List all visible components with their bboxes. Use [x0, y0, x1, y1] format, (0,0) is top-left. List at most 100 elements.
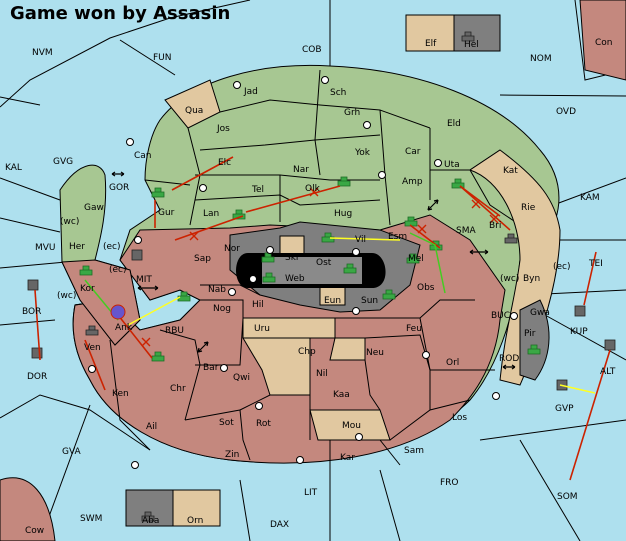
pir-territory — [519, 299, 550, 381]
sea-label: GOR — [109, 183, 129, 193]
sea-label: OVD — [556, 107, 576, 117]
sea-label: GVA — [62, 447, 82, 457]
inset-top — [405, 14, 501, 52]
inset-labels: Elf Hel Aba Orn — [142, 39, 479, 526]
sea-label: BOR — [22, 307, 41, 317]
sea-label: DAX — [270, 520, 289, 530]
sea-label: KAL — [5, 163, 22, 173]
supply-centers — [88, 76, 518, 469]
sea-label: SMA — [456, 226, 476, 236]
land-label: Nab — [208, 285, 226, 295]
land-label: Kat — [503, 166, 518, 176]
inset-top-left-label: Elf — [425, 39, 437, 49]
inset-bottom-left-label: Aba — [142, 516, 159, 526]
land-label: Qwi — [233, 373, 250, 383]
land-label: Nog — [213, 304, 231, 314]
sea-label: KUP — [570, 327, 588, 337]
land-label: Can — [134, 151, 152, 161]
sea-label: COB — [302, 45, 322, 55]
inset-bottom-right-label: Orn — [187, 516, 203, 526]
sea-label: SWM — [80, 514, 102, 524]
sea-label: Con — [595, 38, 613, 48]
land-label: Kar — [340, 453, 355, 463]
con-island — [579, 0, 626, 81]
inset-bottom — [125, 489, 221, 527]
land-label: Tel — [251, 185, 264, 195]
sea-label: BUC — [491, 311, 510, 321]
land-label: Web — [285, 274, 305, 284]
sea-label: GVG — [53, 157, 73, 167]
land-label: Ken — [112, 389, 129, 399]
land-label: Nar — [293, 165, 309, 175]
sea-label: ROD — [499, 354, 519, 364]
sea-label: KAM — [580, 193, 600, 203]
sea-label: (wc) — [60, 217, 79, 227]
land-label: Nor — [224, 244, 240, 254]
sea-label: Ven — [84, 343, 101, 353]
sea-label: Gaw — [84, 203, 104, 213]
land-label: Olk — [305, 184, 321, 194]
land-label: Chr — [170, 384, 186, 394]
sea-label: Pir — [524, 329, 536, 339]
land-label: Eun — [324, 296, 341, 306]
land-label: Mou — [342, 421, 361, 431]
sea-label: (wc) — [500, 274, 519, 284]
land-label: Jos — [216, 124, 230, 134]
game-result-title: Game won by Assasin — [10, 3, 231, 24]
sea-label: DOR — [27, 372, 47, 382]
land-label: Gur — [158, 208, 175, 218]
sea-label: FRO — [440, 478, 459, 488]
sea-label: LIT — [304, 488, 318, 498]
sea-label: (wc) — [57, 291, 76, 301]
sea-label: Byn — [523, 274, 540, 284]
sea-label: Ank — [115, 323, 133, 333]
land-label: Bri — [489, 221, 501, 231]
sea-label: Gwa — [530, 308, 550, 318]
sea-label: SOM — [557, 492, 578, 502]
land-label: Ost — [316, 258, 332, 268]
land-label: Obs — [417, 283, 435, 293]
land-label: Orl — [446, 358, 459, 368]
land-label: Rot — [256, 419, 271, 429]
land-label: Chp — [298, 347, 316, 357]
land-label: Feu — [406, 324, 422, 334]
land-label: Los — [452, 413, 467, 423]
land-label: Sun — [361, 296, 378, 306]
land-label: Vil — [355, 235, 366, 245]
sea-label: Kor — [80, 284, 95, 294]
land-label: Car — [405, 147, 421, 157]
land-label: Elc — [218, 158, 231, 168]
land-label: Qua — [185, 106, 203, 116]
land-label: Eld — [447, 119, 461, 129]
sea-label: Cow — [25, 526, 44, 536]
land-label: Uta — [444, 160, 460, 170]
land-label: Sot — [219, 418, 234, 428]
land-label: Zin — [225, 450, 239, 460]
sea-label: ALT — [600, 367, 616, 377]
land-label: Grh — [344, 108, 360, 118]
land-label: Lan — [203, 209, 219, 219]
inset-top-right-label: Hel — [464, 40, 479, 50]
support-crosses — [141, 187, 499, 347]
land-label: Sap — [194, 254, 211, 264]
land-label: Hug — [334, 209, 352, 219]
land-label: Esm — [388, 232, 407, 242]
sea-label: (ec) — [553, 262, 571, 272]
order-arrows-red — [34, 156, 611, 481]
land-label: Kaa — [333, 390, 350, 400]
sea-label: NOM — [530, 54, 552, 64]
land-labels: Jad Sch Qua Jos Grh Eld Can Yok Car Uta … — [112, 87, 536, 463]
sea-label: NVM — [32, 48, 53, 58]
land-label: Sam — [404, 446, 424, 456]
sea-label: MVU — [35, 243, 56, 253]
land-label: Hil — [252, 300, 264, 310]
land-label: Neu — [366, 348, 384, 358]
sea-label: GVP — [555, 404, 574, 414]
land-label: Sch — [330, 88, 346, 98]
sea-label: TEI — [588, 259, 603, 269]
sea-label: FUN — [153, 53, 172, 63]
dislodged-unit-marker — [110, 304, 126, 320]
land-label: Uru — [254, 324, 270, 334]
